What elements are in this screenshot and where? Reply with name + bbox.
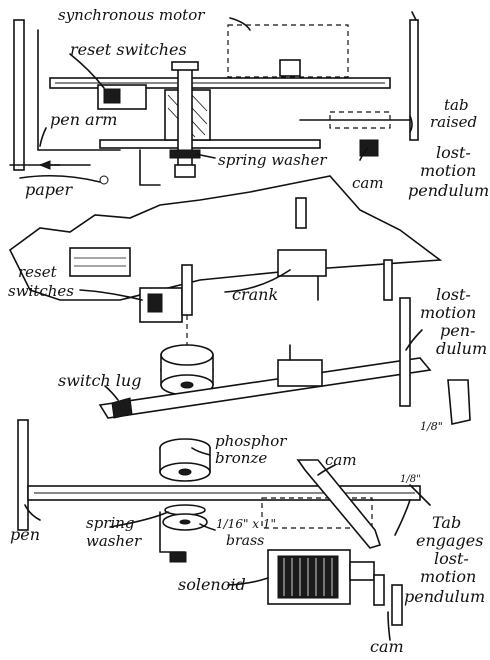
label-tab-engages-1: Tab [432,513,461,532]
top-shaft [177,65,193,177]
label-spring-washer-top: spring washer [218,151,327,169]
label-tab-engages-4: motion [420,567,476,586]
label-tab-engages-5: pendulum [404,587,485,606]
label-cam-lowest: cam [370,637,404,656]
middle-assembly [8,175,471,425]
label-spring: spring [86,514,135,532]
label-tab: tab [444,96,469,114]
switch-lug [111,397,133,419]
label-cam-top: cam [352,174,384,192]
top-assembly [9,11,419,186]
spring-washer-top [169,149,201,159]
label-pen-arm: pen arm [50,110,117,129]
switch-lug-bar [98,357,432,419]
label-reset-switches-top: reset switches [70,40,187,59]
label-lost-motion-top-2: motion [420,161,476,180]
label-eighth-inch-2: 1/8" [400,474,421,485]
mid-crank-block [277,359,323,387]
label-switch-lug: switch lug [58,371,141,390]
cam-arm [296,459,382,549]
label-crank: crank [232,285,278,304]
label-switches-mid: switches [8,282,74,300]
pen-support-post [13,19,25,171]
label-lost-motion-top-3: pendulum [408,181,489,200]
crank-block [277,249,327,277]
label-eighth-inch: 1/8" [420,420,443,433]
label-brass: brass [226,533,264,549]
label-pen: pen [10,525,40,544]
label-bronze: bronze [215,449,267,467]
leader-lines [24,17,423,641]
label-solenoid: solenoid [178,575,246,594]
lost-motion-pendulum-top [409,19,419,141]
label-brass-size: 1/16" x 1" [216,517,276,531]
bottom-assembly [17,419,431,626]
mid-shaft [181,264,193,316]
cam-bottom [373,574,385,606]
label-cam-bottom: cam [325,451,357,469]
label-reset-mid: reset [18,263,58,281]
labels: synchronous motor reset switches pen arm… [8,6,489,656]
pendulum-bracket [447,379,471,425]
label-tab-engages-2: engages [416,531,483,550]
label-phosphor: phosphor [215,432,287,450]
label-lost-motion-mid-4: dulum [436,339,487,358]
pen-rod [17,419,29,531]
label-paper: paper [25,180,73,199]
synchronous-motor-outline [227,24,349,78]
label-synchronous-motor: synchronous motor [58,6,205,24]
torn-board [8,175,443,301]
label-tab-engages-3: lost- [434,549,469,568]
label-lost-motion-mid-2: motion [420,303,476,322]
label-lost-motion-mid-3: pen- [440,321,475,340]
label-washer: washer [86,532,142,550]
lost-motion-pendulum-mid [399,297,411,407]
label-lost-motion-top-1: lost- [436,143,471,162]
reset-switch-block-mid [69,247,131,277]
label-raised: raised [430,113,477,131]
label-lost-motion-mid-1: lost- [436,285,471,304]
